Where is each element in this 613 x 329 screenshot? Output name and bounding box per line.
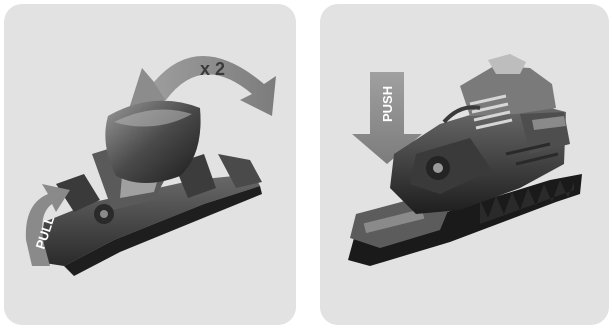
repeat-count-label: x 2	[200, 59, 225, 79]
step-1-illustration: x 2 PULL	[4, 4, 296, 325]
step-2-illustration: PUSH	[320, 4, 609, 325]
step-2-panel: PUSH	[320, 4, 609, 325]
push-label: PUSH	[380, 86, 395, 122]
ski-binding-toe-piece	[38, 101, 262, 276]
step-1-panel: x 2 PULL	[4, 4, 296, 325]
